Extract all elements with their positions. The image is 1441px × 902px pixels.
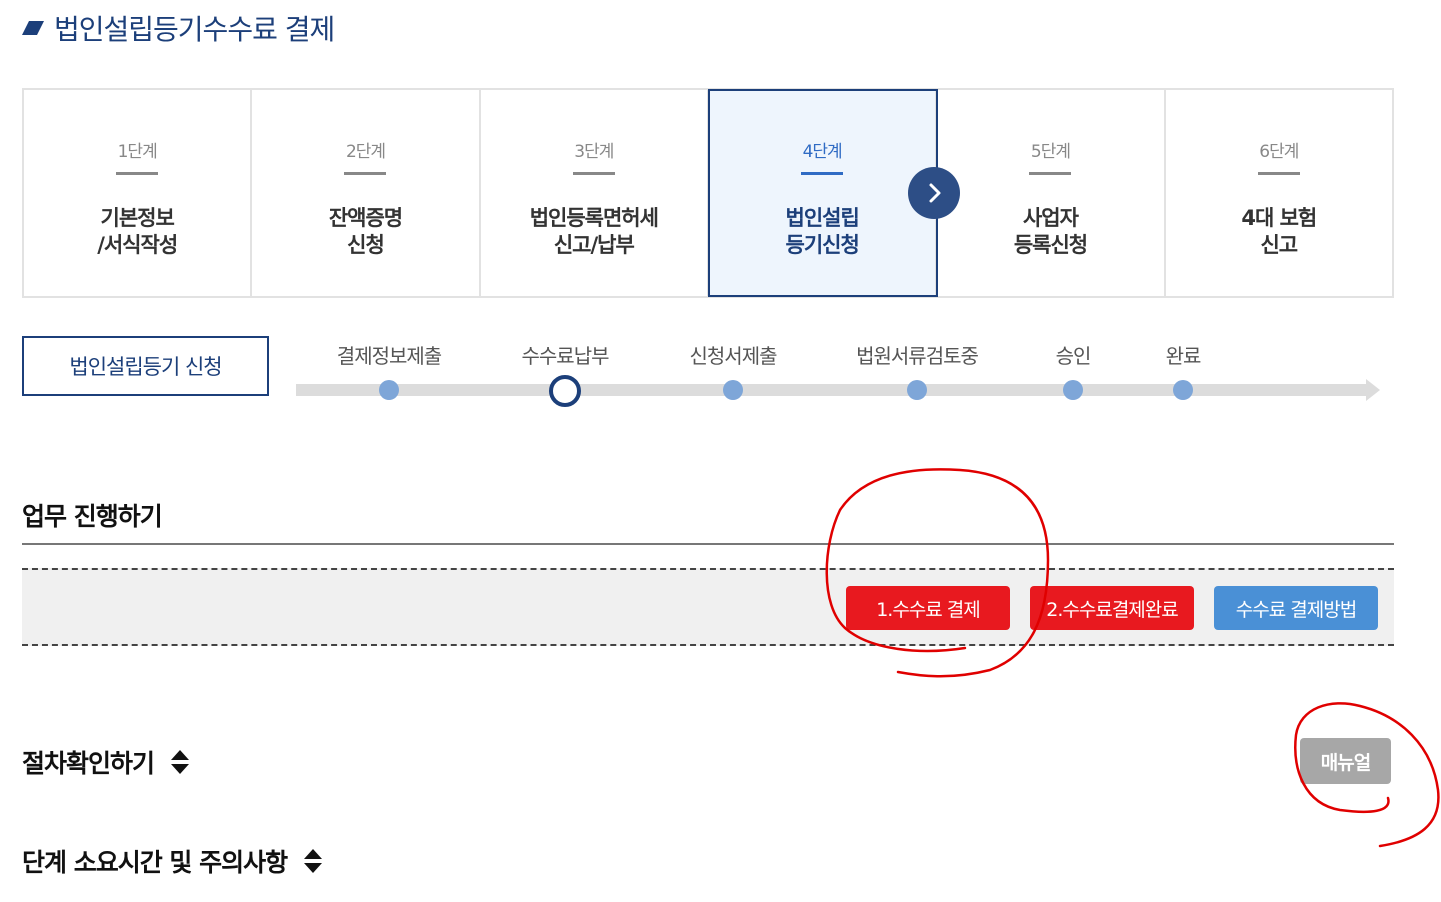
step-number: 6단계 (1259, 142, 1299, 162)
step-name: 사업자 등록신청 (1013, 206, 1088, 257)
substep-dot (723, 380, 743, 400)
slash-mark-icon (22, 21, 44, 35)
step-4-active[interactable]: 4단계 법인설립 등기신청 (707, 89, 939, 297)
substep-label: 승인 (1055, 344, 1092, 368)
substep-dot (907, 380, 927, 400)
manual-button[interactable]: 매뉴얼 (1300, 738, 1391, 784)
step-name: 법인등록면허세 신고/납부 (529, 206, 659, 257)
page-title: 법인설립등기수수료 결제 (22, 6, 335, 50)
procedure-title: 절차확인하기 (22, 749, 155, 778)
section-divider (22, 543, 1394, 545)
step-underline (116, 172, 159, 175)
progress-track (296, 384, 1368, 396)
step-underline (801, 172, 844, 175)
step-name: 법인설립 등기신청 (785, 206, 860, 257)
page-title-text: 법인설립등기수수료 결제 (54, 13, 335, 46)
sort-updown-icon (171, 750, 190, 774)
substep-label: 법원서류검토중 (856, 344, 979, 368)
substep-group-label: 법인설립등기 신청 (22, 336, 269, 396)
substep-dot-current (549, 375, 581, 407)
step-underline (1257, 172, 1300, 175)
substep-label: 신청서제출 (689, 344, 778, 368)
step-1[interactable]: 1단계 기본정보 /서식작성 (24, 90, 253, 296)
step-underline (572, 172, 615, 175)
chevron-right-icon (929, 183, 941, 203)
step-number: 1단계 (117, 142, 158, 162)
next-step-button[interactable] (908, 167, 960, 219)
procedure-toggle[interactable]: 절차확인하기 (22, 744, 190, 780)
substep-label: 완료 (1165, 344, 1202, 368)
stage-steps: 1단계 기본정보 /서식작성 2단계 잔액증명 신청 3단계 법인등록면허세 신… (22, 88, 1394, 298)
step-name: 잔액증명 신청 (328, 206, 403, 257)
step-number: 2단계 (345, 142, 386, 162)
step-6[interactable]: 6단계 4대 보험 신고 (1166, 90, 1392, 296)
step-number: 3단계 (574, 142, 614, 162)
step-number: 4단계 (802, 142, 843, 162)
payment-method-button[interactable]: 수수료 결제방법 (1214, 586, 1378, 630)
progress-track-arrow (1366, 379, 1380, 401)
step-name: 기본정보 /서식작성 (97, 206, 178, 257)
step-5[interactable]: 5단계 사업자 등록신청 (937, 90, 1166, 296)
work-section-title: 업무 진행하기 (22, 502, 163, 531)
step-underline (1029, 172, 1072, 175)
step-number: 5단계 (1030, 142, 1071, 162)
substep-dot (379, 380, 399, 400)
fee-payment-complete-button[interactable]: 2.수수료결제완료 (1030, 586, 1194, 630)
substep-dot (1063, 380, 1083, 400)
step-3[interactable]: 3단계 법인등록면허세 신고/납부 (481, 90, 709, 296)
substep-label: 수수료납부 (521, 344, 610, 368)
step-2[interactable]: 2단계 잔액증명 신청 (252, 90, 481, 296)
substep-dot (1173, 380, 1193, 400)
substep-label: 결제정보제출 (336, 344, 442, 368)
notes-title: 단계 소요시간 및 주의사항 (22, 848, 288, 877)
step-underline (344, 172, 387, 175)
sort-updown-icon (304, 849, 323, 873)
step-name: 4대 보험 신고 (1241, 206, 1317, 257)
notes-toggle[interactable]: 단계 소요시간 및 주의사항 (22, 843, 323, 879)
fee-payment-button[interactable]: 1.수수료 결제 (846, 586, 1010, 630)
action-panel: 1.수수료 결제 2.수수료결제완료 수수료 결제방법 (22, 568, 1394, 646)
